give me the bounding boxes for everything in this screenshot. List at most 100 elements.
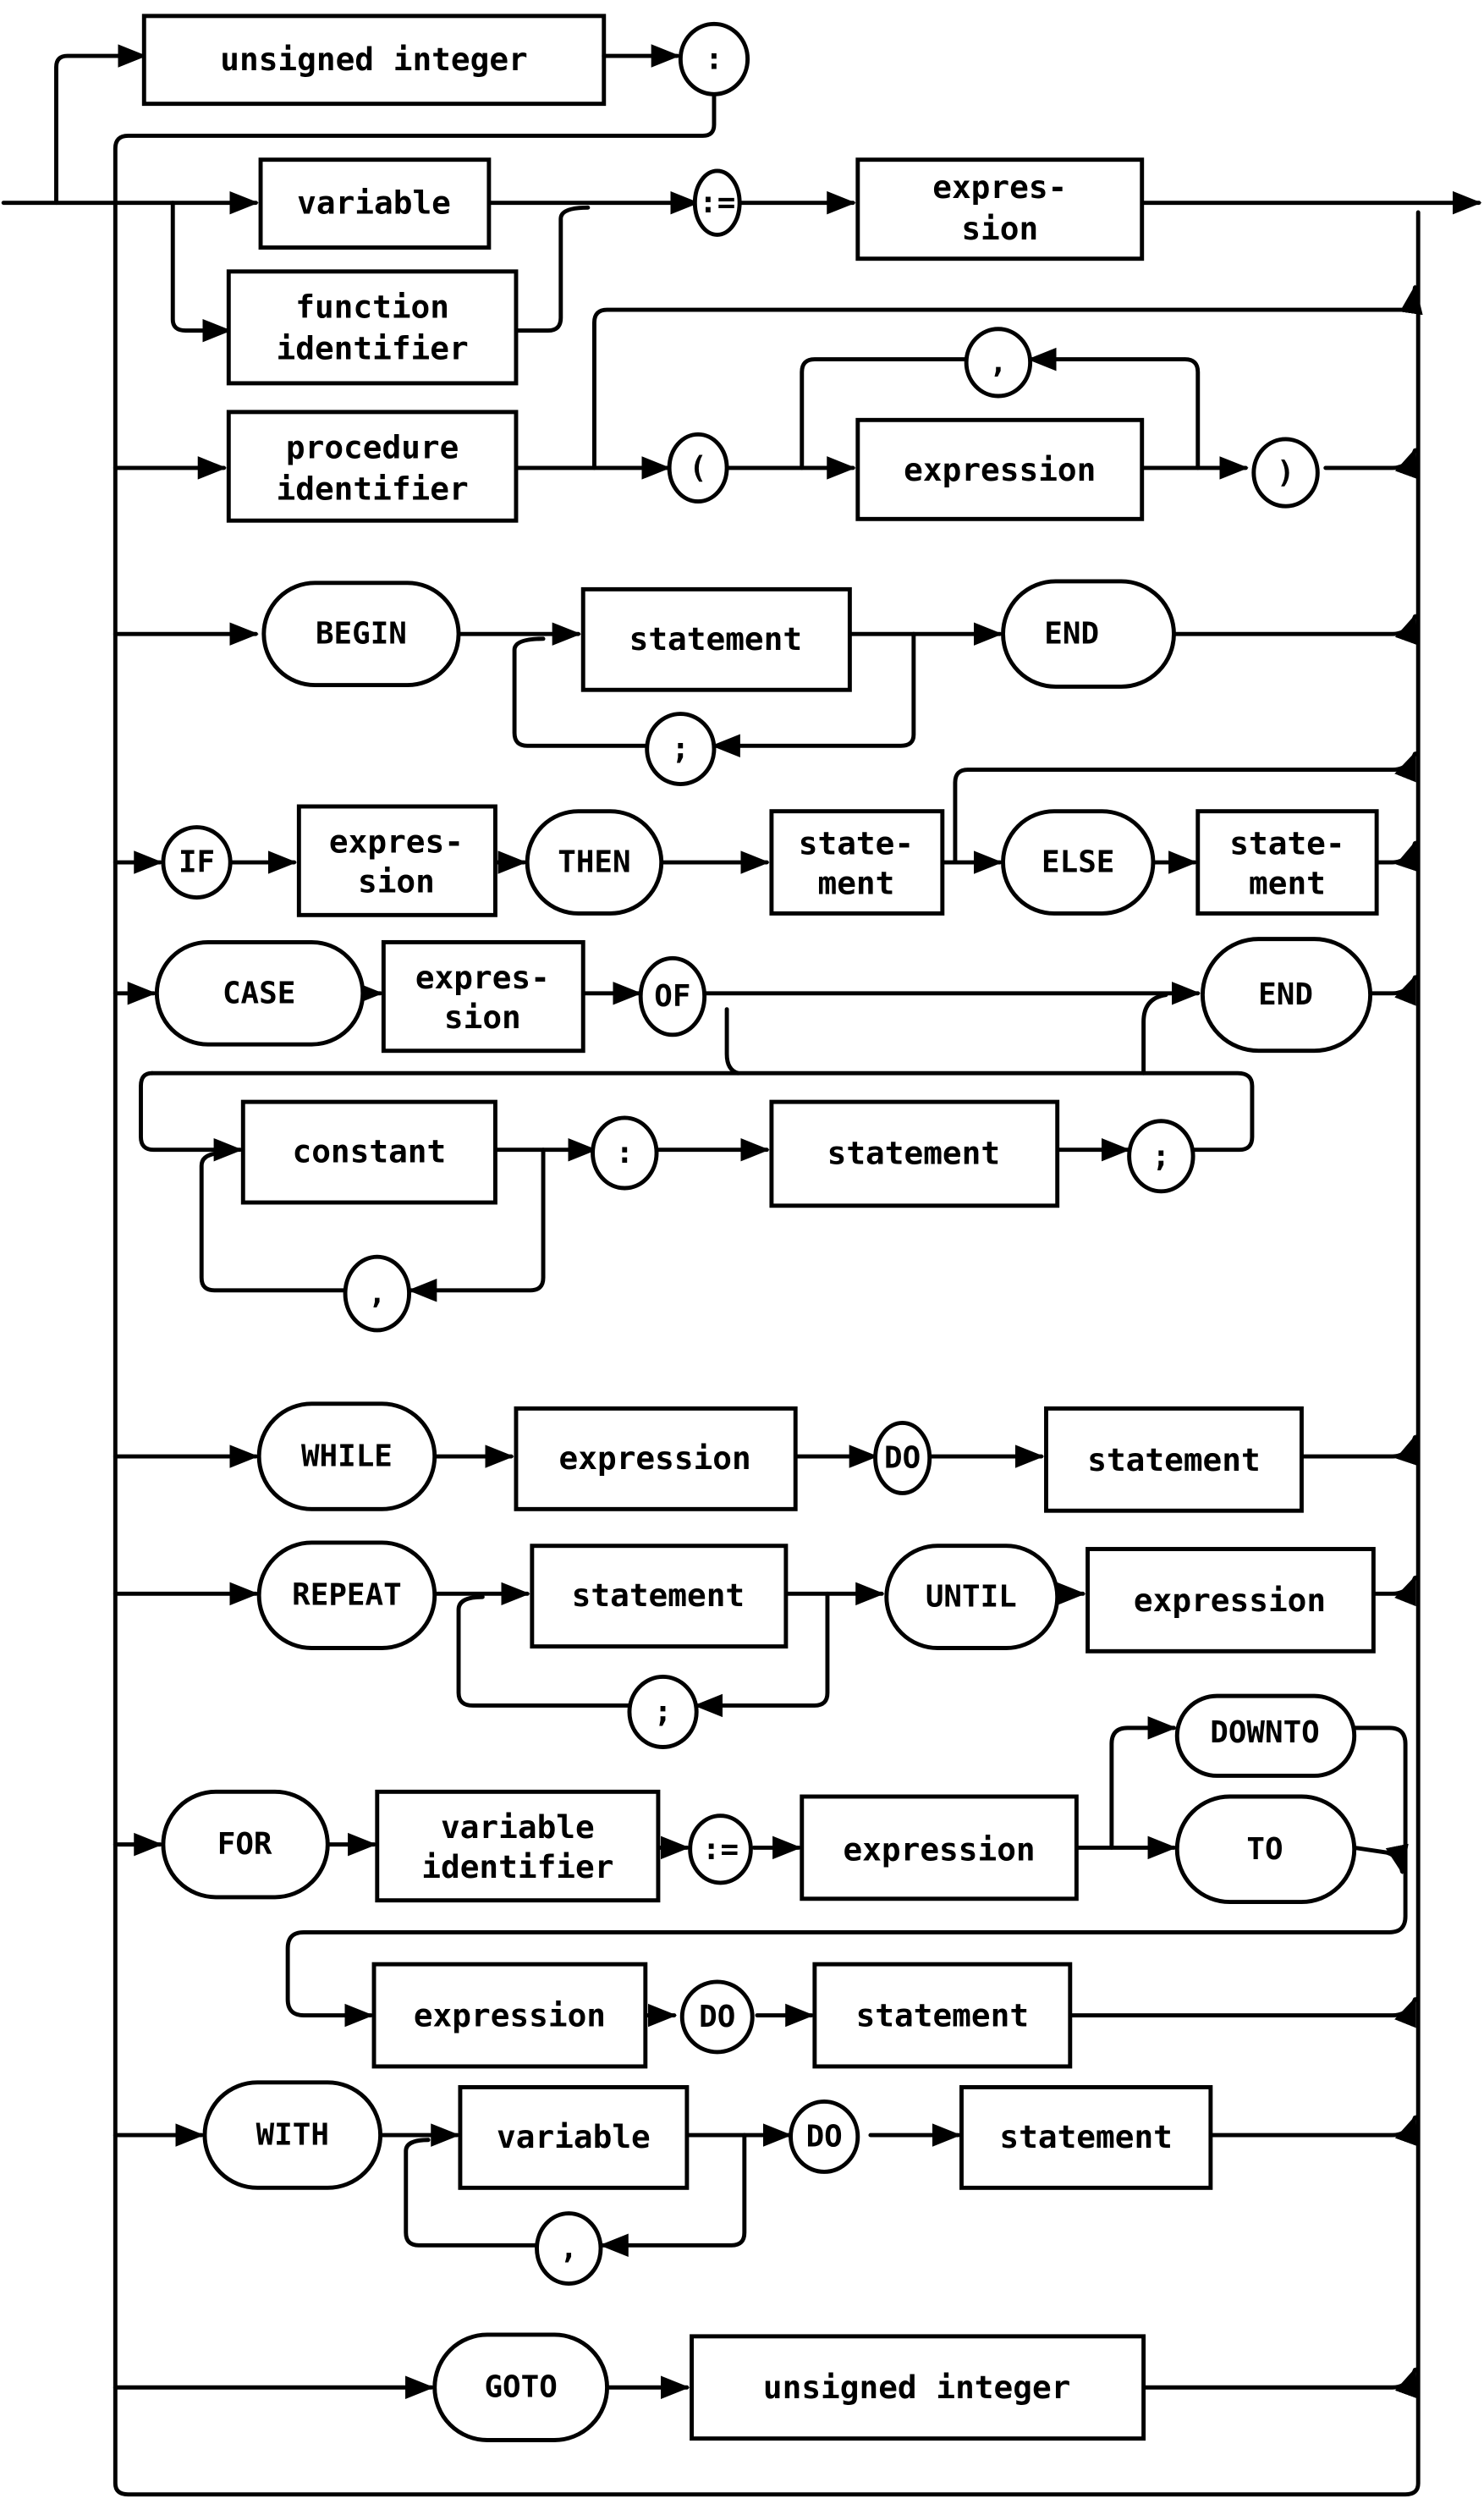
for-variable-label-2: identifier xyxy=(421,1848,613,1885)
begin-semicolon-label: ; xyxy=(672,732,690,767)
case-expression-box xyxy=(381,939,585,1054)
assign-expression-label-1: expres- xyxy=(932,168,1067,206)
with-variable-box xyxy=(458,2085,690,2190)
of-label: OF xyxy=(654,979,690,1014)
while-expression-box xyxy=(514,1406,798,1511)
with-do-label: DO xyxy=(806,2119,843,2154)
if-expression-label-2: sion xyxy=(358,863,435,900)
repeat-row: REPEAT statement ; UNTIL expression xyxy=(113,1540,1417,1749)
assign-expression-box xyxy=(855,157,1145,261)
with-variable-label: variable xyxy=(497,2118,651,2155)
function-identifier-label-1: function xyxy=(295,288,449,325)
repeat-label: REPEAT xyxy=(292,1578,401,1613)
repeat-semicolon-terminal xyxy=(627,1675,699,1749)
for-do-terminal xyxy=(679,1979,755,2055)
goto-integer-box xyxy=(690,2334,1146,2441)
if-expression-box xyxy=(296,804,497,917)
for-terminal xyxy=(161,1789,330,1900)
proc-expression-box xyxy=(855,417,1145,521)
while-statement-box xyxy=(1044,1406,1304,1513)
assign-expression-label-2: sion xyxy=(961,210,1038,247)
case-end-terminal xyxy=(1200,937,1373,1054)
while-row: WHILE expression DO statement xyxy=(113,1401,1418,1513)
case-expression-label-2: sion xyxy=(444,999,521,1036)
case-comma-terminal xyxy=(343,1254,411,1333)
case-label: CASE xyxy=(223,976,295,1010)
goto-integer-label: unsigned integer xyxy=(763,2369,1071,2406)
label-branch xyxy=(54,44,147,206)
with-terminal xyxy=(202,2080,383,2190)
case-terminal xyxy=(154,939,366,1047)
case-statement-label: statement xyxy=(827,1134,1000,1171)
if-terminal xyxy=(161,825,233,900)
rparen-terminal xyxy=(1251,437,1320,509)
begin-statement-box xyxy=(580,586,852,692)
procedure-identifier-box xyxy=(226,410,519,523)
label-row: unsigned integer : xyxy=(141,14,750,107)
proc-comma-terminal xyxy=(964,327,1033,399)
else-statement-label-2: ment xyxy=(1249,865,1326,902)
then-statement-label-1: state- xyxy=(799,824,914,861)
while-expression-label: expression xyxy=(559,1439,751,1477)
variable-box xyxy=(258,157,492,250)
with-statement-label: statement xyxy=(999,2118,1172,2155)
proc-expression-label: expression xyxy=(904,451,1096,488)
until-label: UNTIL xyxy=(926,1580,1017,1615)
with-row: WITH variable , DO statement xyxy=(113,2080,1417,2287)
else-terminal xyxy=(1001,809,1156,916)
else-statement-box xyxy=(1195,809,1379,916)
for-assign-terminal xyxy=(688,1813,753,1885)
end-terminal xyxy=(1001,579,1176,689)
for-row: FOR variable identifier := expression DO… xyxy=(113,1693,1417,2069)
rails xyxy=(1,44,1482,2497)
case-statement-box xyxy=(769,1099,1060,1208)
with-statement-box xyxy=(959,2085,1213,2190)
for-variable-box xyxy=(375,1789,661,1903)
lparen-label: ( xyxy=(689,450,707,485)
label-colon-terminal xyxy=(678,21,750,96)
case-expression-label-1: expres- xyxy=(415,959,550,996)
downto-label: DOWNTO xyxy=(1210,1715,1319,1750)
case-semicolon-terminal xyxy=(1127,1119,1195,1194)
for-label: FOR xyxy=(217,1827,272,1862)
assign-terminal xyxy=(692,168,742,237)
if-expression-label-1: expres- xyxy=(329,823,464,861)
goto-row: GOTO unsigned integer xyxy=(113,2332,1417,2442)
repeat-statement-box xyxy=(530,1544,789,1649)
constant-box xyxy=(240,1099,497,1205)
then-statement-box xyxy=(769,809,945,916)
procedure-identifier-label-1: procedure xyxy=(286,428,459,465)
procedure-row: procedure identifier ( , expression ) xyxy=(113,284,1423,523)
left-rail xyxy=(113,201,1421,2497)
repeat-terminal xyxy=(256,1540,437,1650)
label-integer-label: unsigned integer xyxy=(220,41,527,78)
to-label: TO xyxy=(1246,1832,1283,1867)
while-do-label: DO xyxy=(884,1440,921,1475)
for-statement-box xyxy=(812,1962,1073,2069)
rparen-label: ) xyxy=(1277,455,1295,490)
function-identifier-label-2: identifier xyxy=(277,329,469,366)
case-end-label: END xyxy=(1258,977,1313,1012)
while-statement-label: statement xyxy=(1087,1441,1260,1478)
proc-comma-label: , xyxy=(989,345,1008,380)
for-init-expression-box xyxy=(800,1794,1079,1901)
case-row: CASE expres- sion OF END constant : stat… xyxy=(113,937,1417,1333)
lparen-terminal xyxy=(667,432,729,504)
label-colon-label: : xyxy=(705,41,723,76)
compound-row: BEGIN statement ; END xyxy=(113,579,1417,787)
procedure-identifier-label-2: identifier xyxy=(277,470,469,507)
function-identifier-box xyxy=(226,269,519,386)
repeat-semicolon-label: ; xyxy=(654,1694,673,1729)
variable-label: variable xyxy=(297,184,451,222)
constant-label: constant xyxy=(292,1133,446,1170)
for-do-label: DO xyxy=(699,2000,735,2034)
to-terminal xyxy=(1174,1794,1357,1905)
case-semicolon-label: ; xyxy=(1152,1139,1171,1174)
case-comma-label: , xyxy=(368,1276,387,1311)
if-row: IF expres- sion THEN state- ment ELSE st… xyxy=(113,751,1418,917)
else-statement-label-1: state- xyxy=(1229,824,1344,861)
with-do-terminal xyxy=(789,2099,860,2174)
else-label: ELSE xyxy=(1042,845,1114,880)
while-terminal xyxy=(256,1401,437,1511)
